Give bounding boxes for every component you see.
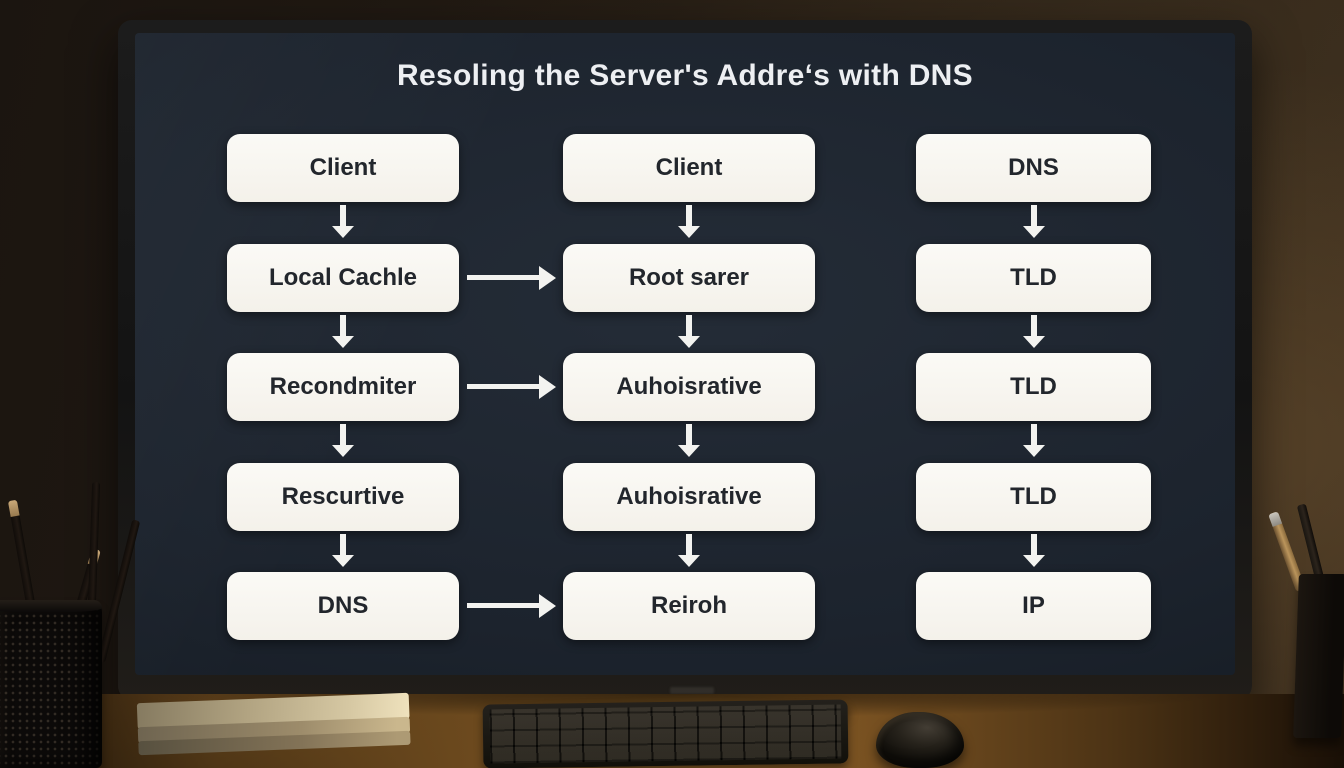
monitor: Resoling the Server's Addreʻs with DNS C… <box>118 20 1252 700</box>
arrow-down-icon <box>340 533 346 555</box>
arrow-down-icon <box>340 424 346 445</box>
arrow-down-icon <box>1030 424 1037 445</box>
flow-node: TLD <box>916 243 1151 312</box>
mouse <box>876 712 964 768</box>
flow-node: DNS <box>916 134 1151 202</box>
keyboard-keys <box>489 704 842 764</box>
arrow-down-icon <box>686 314 692 336</box>
arrow-down-icon <box>340 205 346 226</box>
arrow-down-icon <box>1030 533 1037 555</box>
arrow-down-icon <box>340 314 346 336</box>
arrow-down-icon <box>686 533 692 555</box>
arrow-down-icon <box>686 424 692 445</box>
flow-node: Rescurtive <box>227 462 459 531</box>
arrow-down-icon <box>1030 205 1037 226</box>
flow-node: Auhoisrative <box>563 462 815 531</box>
flow-node: Reiroh <box>563 572 815 640</box>
flow-node: TLD <box>916 353 1151 421</box>
flow-node: Client <box>227 134 459 202</box>
arrow-right-icon <box>467 275 539 280</box>
flow-column-3: DNS TLD TLD TLD IP <box>916 134 1151 640</box>
paper-stack <box>136 692 411 768</box>
flow-node: IP <box>916 572 1151 640</box>
arrow-right-icon <box>467 603 539 608</box>
monitor-brand-mark <box>670 687 714 694</box>
flow-node: Client <box>563 134 815 202</box>
slide-title: Resoling the Server's Addreʻs with DNS <box>397 59 973 92</box>
mesh-pencil-cup <box>0 600 102 768</box>
flow-node: Recondmiter <box>227 353 459 421</box>
flow-node: TLD <box>916 462 1151 531</box>
pen-cup <box>1293 574 1344 738</box>
flow-column-1: Client Local Cachle Recondmiter Rescurti… <box>227 134 459 640</box>
keyboard <box>482 699 849 768</box>
flow-column-2: Client Root sarer Auhoisrative Auhoisrat… <box>563 134 815 640</box>
flow-node: Root sarer <box>563 243 815 312</box>
arrow-down-icon <box>686 205 692 226</box>
screen: Resoling the Server's Addreʻs with DNS C… <box>135 33 1235 675</box>
flow-node: Local Cachle <box>227 243 459 312</box>
flow-node: DNS <box>227 572 459 640</box>
flow-node: Auhoisrative <box>563 353 815 421</box>
arrow-down-icon <box>1030 314 1037 336</box>
arrow-right-icon <box>467 384 539 389</box>
